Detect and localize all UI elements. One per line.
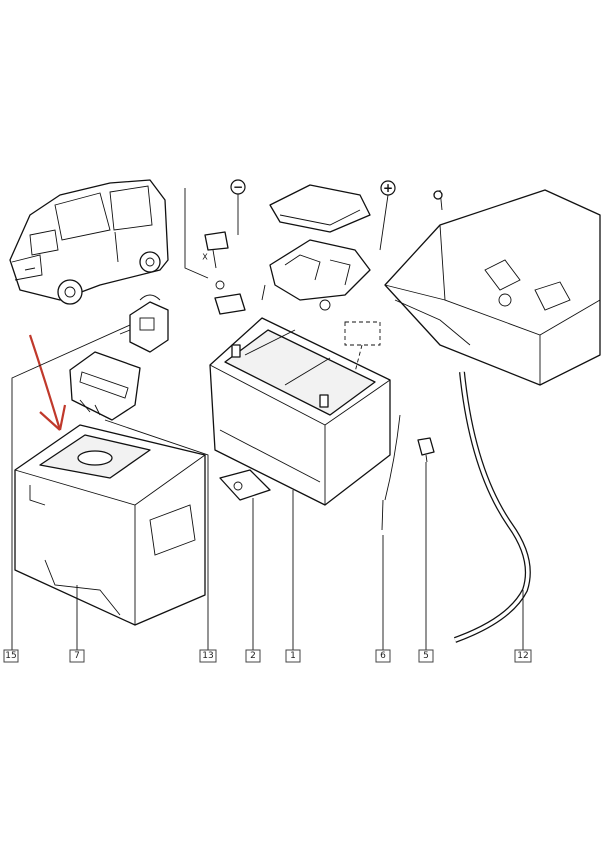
van-illustration [9,179,169,305]
vent-hose [453,371,531,643]
leader-lines [11,188,524,650]
callout-2: 2 [245,649,261,663]
positive-terminal-sign: + [379,180,396,251]
svg-text:−: − [233,180,243,194]
svg-text:5: 5 [423,651,429,661]
terminal-fuse-box [261,184,371,311]
red-arrow [28,334,67,431]
svg-text:+: + [383,181,393,195]
ground-cable [381,414,401,531]
callout-1: 1 [285,649,301,663]
battery-insulation-cover [14,424,206,626]
electronic-module [69,351,141,421]
callout-12: 12 [514,649,532,663]
svg-text:13: 13 [202,651,213,661]
callout-6: 6 [375,649,391,663]
svg-text:12: 12 [517,651,528,661]
svg-text:7: 7 [74,651,80,661]
negative-clamp [204,231,246,315]
callout-7: 7 [69,649,85,663]
clip [417,437,435,463]
battery-tray [384,189,601,386]
battery [209,317,391,506]
callout-13: 13 [199,649,217,663]
relay-connector [119,294,169,353]
callout-15: 15 [3,649,19,663]
callout-5: 5 [418,649,434,663]
svg-text:1: 1 [290,651,296,661]
negative-terminal-sign: − [230,179,246,235]
svg-text:2: 2 [250,651,256,661]
svg-text:6: 6 [380,651,386,661]
x-mark: X [202,253,208,262]
svg-text:15: 15 [5,651,16,661]
hold-down-bracket [219,469,271,501]
